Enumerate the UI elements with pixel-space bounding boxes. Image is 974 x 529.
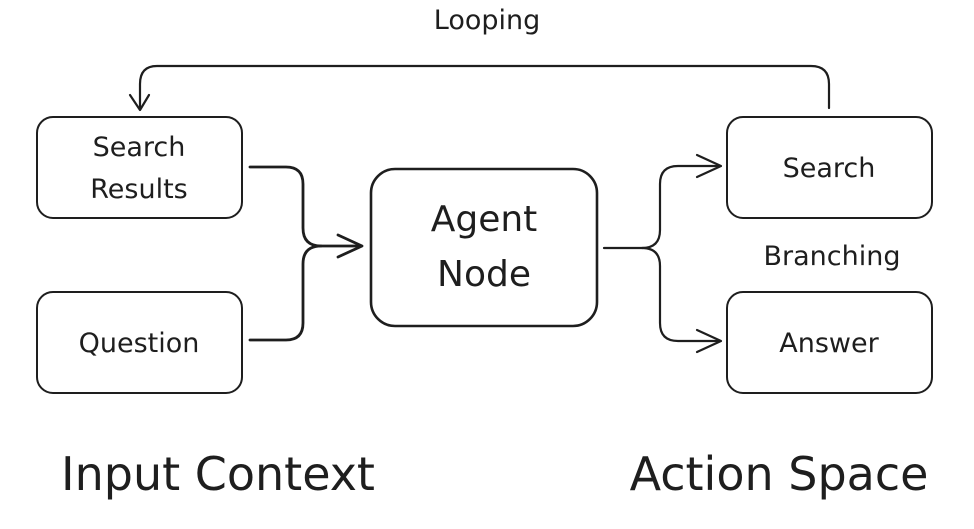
action-space-caption: Action Space — [630, 447, 929, 501]
answer-label: Answer — [779, 328, 879, 359]
question-node: Question — [36, 291, 243, 394]
branching-edges — [602, 153, 723, 354]
looping-edge — [128, 64, 831, 112]
search-label: Search — [783, 153, 876, 184]
input-merge-edges — [248, 165, 364, 342]
search-results-label-line1: Search — [93, 132, 186, 163]
agent-node-label-line1: Agent — [431, 199, 538, 240]
answer-node: Answer — [726, 291, 933, 394]
input-context-caption: Input Context — [61, 447, 375, 501]
branching-label: Branching — [764, 241, 901, 272]
question-label: Question — [79, 328, 200, 359]
search-results-node: Search Results — [36, 116, 243, 219]
agent-node-label-line2: Node — [437, 254, 531, 295]
search-results-label-line2: Results — [90, 174, 188, 205]
looping-label: Looping — [434, 5, 541, 36]
agent-node: Agent Node — [369, 167, 599, 328]
search-node: Search — [726, 116, 933, 219]
